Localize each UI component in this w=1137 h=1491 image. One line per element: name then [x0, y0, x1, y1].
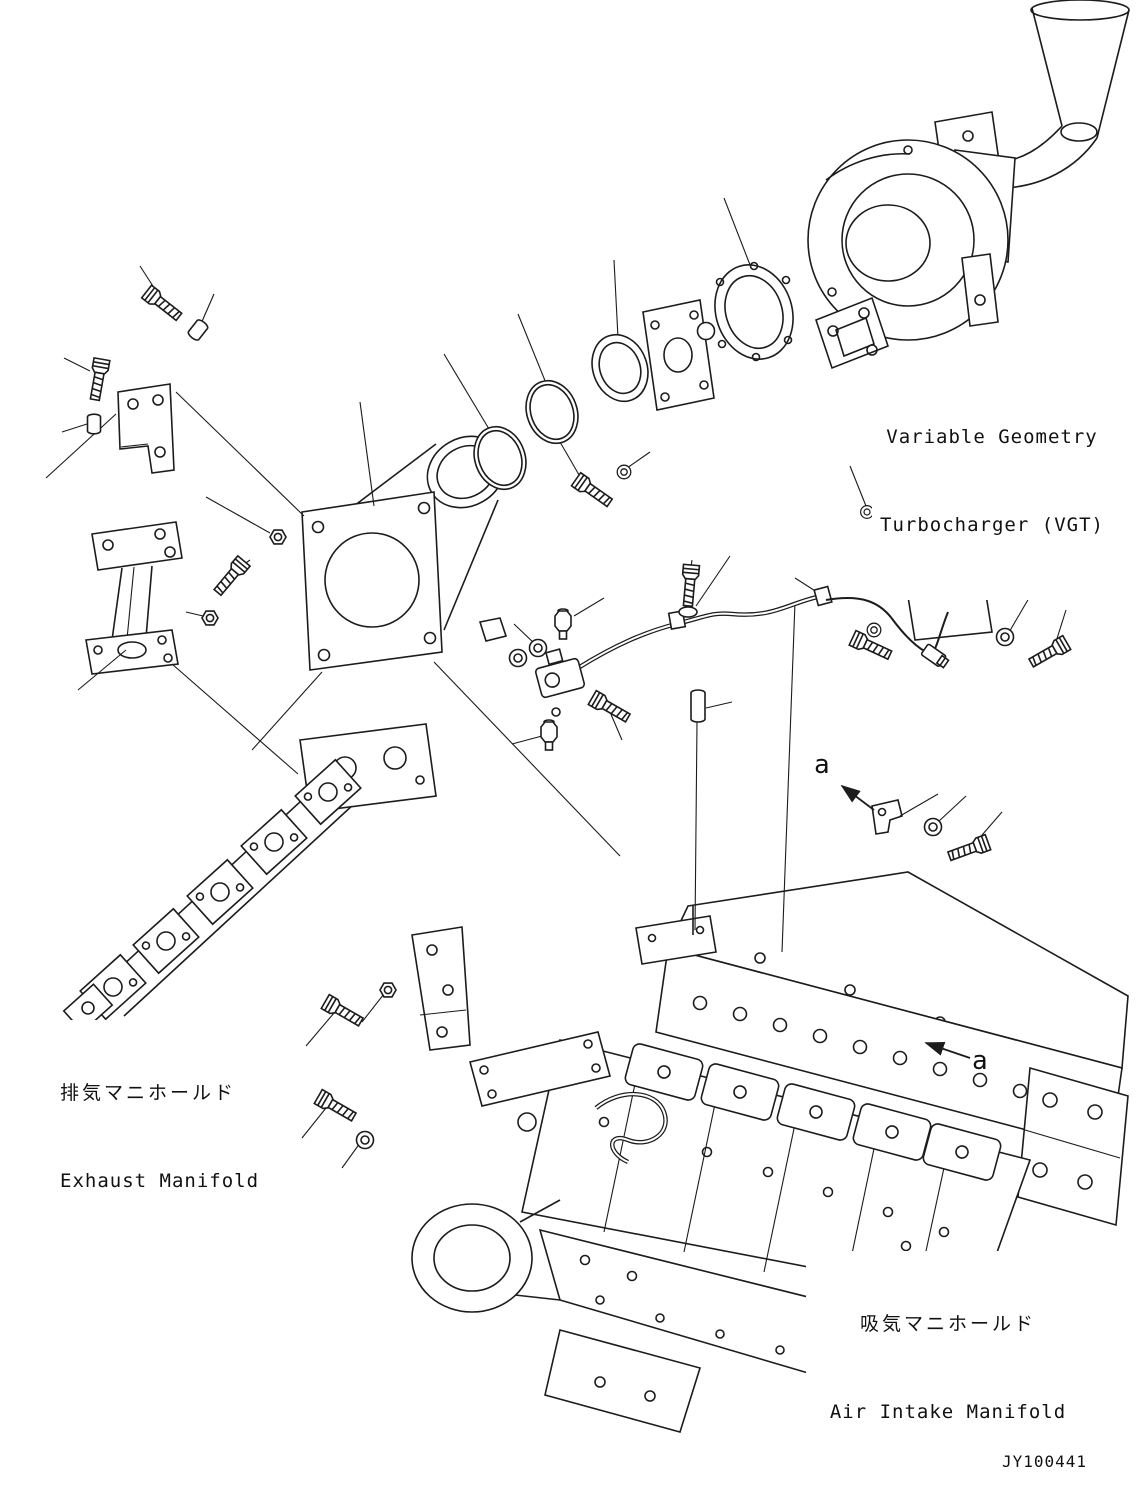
exhaust-manifold-label-en: Exhaust Manifold — [60, 1170, 260, 1193]
label-exhaust-manifold: 排気マニホールド Exhaust Manifold — [58, 1020, 262, 1256]
turbo-inlet-connector — [591, 299, 716, 411]
mounting-bracket-lower — [411, 926, 471, 1051]
washer — [616, 464, 632, 480]
hex-bolt — [945, 833, 992, 865]
washer — [355, 1130, 375, 1150]
label-turbocharger: Variable Geometry Turbocharger (VGT) — [872, 364, 1112, 600]
sensor-bracket — [871, 799, 903, 835]
turbocharger-label-line2: Turbocharger (VGT) — [880, 514, 1104, 537]
hex-bolt — [210, 555, 251, 599]
cam-plate-small — [478, 617, 508, 642]
callout-arrow-a1 — [840, 784, 875, 811]
drawing-number: JY100441 — [1002, 1452, 1088, 1471]
hex-bolt — [1026, 634, 1072, 671]
nut — [379, 982, 397, 998]
washer — [508, 648, 528, 668]
gasket-ring — [473, 425, 527, 491]
hex-bolt — [86, 357, 111, 402]
vgt-turbocharger-drawing — [807, 0, 1130, 370]
gasket-ring — [525, 379, 579, 445]
hex-bolt — [140, 284, 185, 324]
air-intake-manifold-label-en: Air Intake Manifold — [829, 1401, 1067, 1424]
exhaust-manifold-label-jp: 排気マニホールド — [60, 1081, 237, 1104]
hex-bolt — [320, 993, 366, 1030]
hex-bolt — [587, 689, 633, 726]
support-pedestal — [85, 521, 183, 675]
section-callout-a1: a — [814, 750, 830, 780]
wiring-harness — [825, 597, 950, 669]
section-callout-a2: a — [972, 1046, 988, 1076]
label-air-intake-manifold: 吸気マニホールド Air Intake Manifold — [806, 1251, 1090, 1487]
exhaust-manifold-drawing — [62, 723, 437, 1033]
o-ring — [551, 707, 561, 717]
fasteners — [86, 284, 1072, 1150]
fitting — [554, 608, 572, 640]
air-intake-manifold-label-jp: 吸気マニホールド — [859, 1312, 1036, 1335]
turbocharger-label-line1: Variable Geometry — [886, 425, 1098, 448]
fitting — [540, 719, 558, 751]
washer — [528, 638, 548, 658]
flange-gasket — [714, 261, 794, 362]
hex-bolt — [679, 563, 701, 608]
hex-bolt — [570, 471, 616, 511]
upper-mount-bracket — [117, 383, 175, 474]
washer — [923, 817, 943, 837]
sensor-tube-assembly — [534, 585, 833, 699]
nut — [269, 529, 287, 545]
plug — [86, 413, 102, 435]
nut — [201, 610, 219, 626]
washer — [995, 627, 1015, 647]
callout-arrow-a2 — [924, 1041, 971, 1059]
washer — [866, 622, 882, 638]
hex-bolt — [313, 1088, 359, 1125]
plug — [186, 317, 210, 343]
spacer — [690, 689, 706, 723]
